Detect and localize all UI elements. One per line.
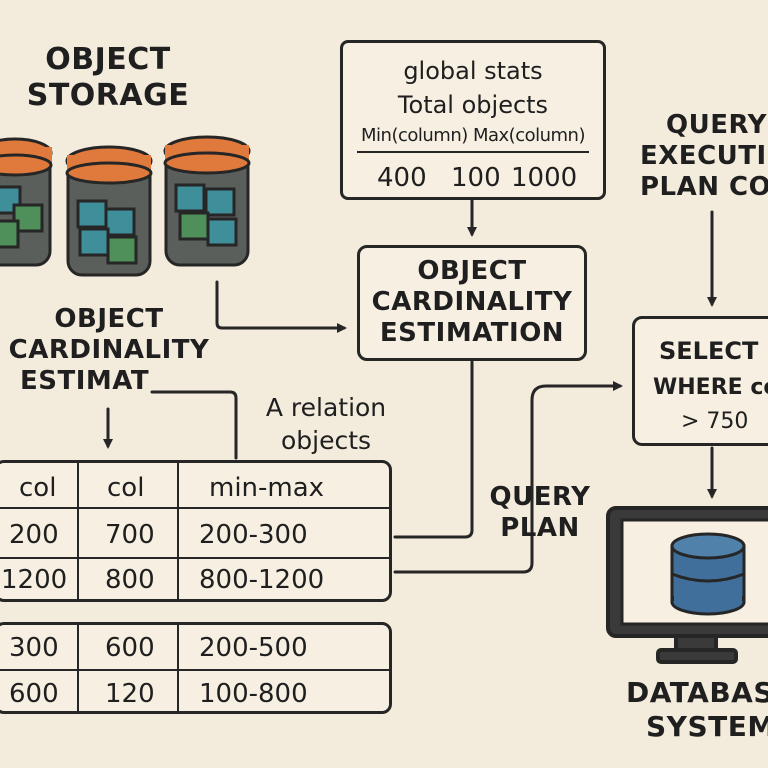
arrow-table-to-select xyxy=(393,381,623,574)
global-stats-line3: Min(column) Max(column) xyxy=(361,125,586,146)
table1-row2-col2: 800 xyxy=(105,565,155,595)
sql-condition-line: > 750 xyxy=(681,409,749,434)
table2-row1-col1: 300 xyxy=(9,633,59,663)
cardinality-left-line2: CARDINALITY xyxy=(8,335,210,366)
query-execution-line2: EXECUTIO xyxy=(640,141,768,172)
table1-row1-col1: 200 xyxy=(9,520,59,550)
table2-vline-2 xyxy=(177,625,179,711)
cardinality-box-line3: ESTIMATION xyxy=(379,318,565,349)
table2-row2-col1: 600 xyxy=(9,679,59,709)
table2-row1-col3: 200-500 xyxy=(199,633,308,663)
object-storage-title: OBJECT STORAGE xyxy=(18,42,198,114)
table2-row2-col2: 120 xyxy=(105,679,155,709)
relation-bracket-line xyxy=(150,390,238,460)
global-stats-line2: Total objects xyxy=(397,91,549,119)
object-storage-title-line1: OBJECT xyxy=(45,42,171,77)
table1-header-col3: min-max xyxy=(209,473,325,503)
table1-vline-2 xyxy=(177,463,179,599)
table2-row2-col3: 100-800 xyxy=(199,679,308,709)
table2-hline-1 xyxy=(0,669,389,671)
database-system-line1: DATABAS xyxy=(626,676,768,709)
object-storage-title-line2: STORAGE xyxy=(26,78,190,113)
table1-header-col1: col xyxy=(19,473,57,503)
cardinality-left-line1: OBJECT xyxy=(54,304,164,334)
global-stats-value-total: 400 xyxy=(377,163,427,193)
table1-row2-col1: 1200 xyxy=(1,565,68,595)
query-plan-line1: QUERY xyxy=(489,482,591,512)
query-execution-title: QUERY EXECUTIO PLAN COS xyxy=(634,110,768,204)
database-system-line2: SYSTEM xyxy=(646,709,768,743)
global-stats-value-max: 1000 xyxy=(511,163,578,193)
relation-table-secondary: 300 600 200-500 600 120 100-800 xyxy=(0,622,392,714)
sql-query-box: SELECT . WHERE co > 750 xyxy=(632,316,768,446)
line-estimation-to-table xyxy=(393,360,474,539)
table1-row2-col3: 800-1200 xyxy=(199,565,325,595)
relation-label-line2: objects xyxy=(280,425,372,455)
sql-select-line: SELECT . xyxy=(659,337,768,365)
cardinality-box-line1: OBJECT xyxy=(417,256,527,286)
database-icon xyxy=(606,506,768,664)
table1-row1-col2: 700 xyxy=(105,520,155,550)
query-execution-line3: PLAN COS xyxy=(640,172,768,203)
table1-vline-1 xyxy=(77,463,79,599)
table1-hline-1 xyxy=(0,507,389,509)
global-stats-divider xyxy=(357,151,589,153)
global-stats-line1: global stats xyxy=(403,57,543,85)
table1-hline-2 xyxy=(0,557,389,559)
database-system-title: DATABAS SYSTEM xyxy=(610,676,768,743)
query-plan-label: QUERY PLAN xyxy=(478,482,602,544)
table2-vline-1 xyxy=(77,625,79,711)
cardinality-estimate-label: OBJECT CARDINALITY ESTIMAT xyxy=(0,304,218,398)
table1-row1-col3: 200-300 xyxy=(199,520,308,550)
relation-table-primary: col col min-max 200 700 200-300 1200 800… xyxy=(0,460,392,602)
cardinality-estimation-box: OBJECT CARDINALITY ESTIMATION xyxy=(357,245,587,361)
table1-header-col2: col xyxy=(107,473,145,503)
relation-label: A relation objects xyxy=(256,392,396,457)
sql-where-line: WHERE co xyxy=(653,375,768,400)
global-stats-box: global stats Total objects Min(column) M… xyxy=(340,40,606,200)
query-execution-line1: QUERY xyxy=(666,110,767,140)
global-stats-value-min: 100 xyxy=(451,163,501,193)
relation-label-line1: A relation xyxy=(265,393,387,422)
storage-jar-icon xyxy=(0,135,251,277)
table2-row1-col2: 600 xyxy=(105,633,155,663)
arrow-storage-to-estimation xyxy=(215,280,347,333)
cardinality-box-line2: CARDINALITY xyxy=(371,287,573,318)
query-plan-line2: PLAN xyxy=(500,513,580,544)
cardinality-left-line3: ESTIMAT xyxy=(20,366,150,397)
